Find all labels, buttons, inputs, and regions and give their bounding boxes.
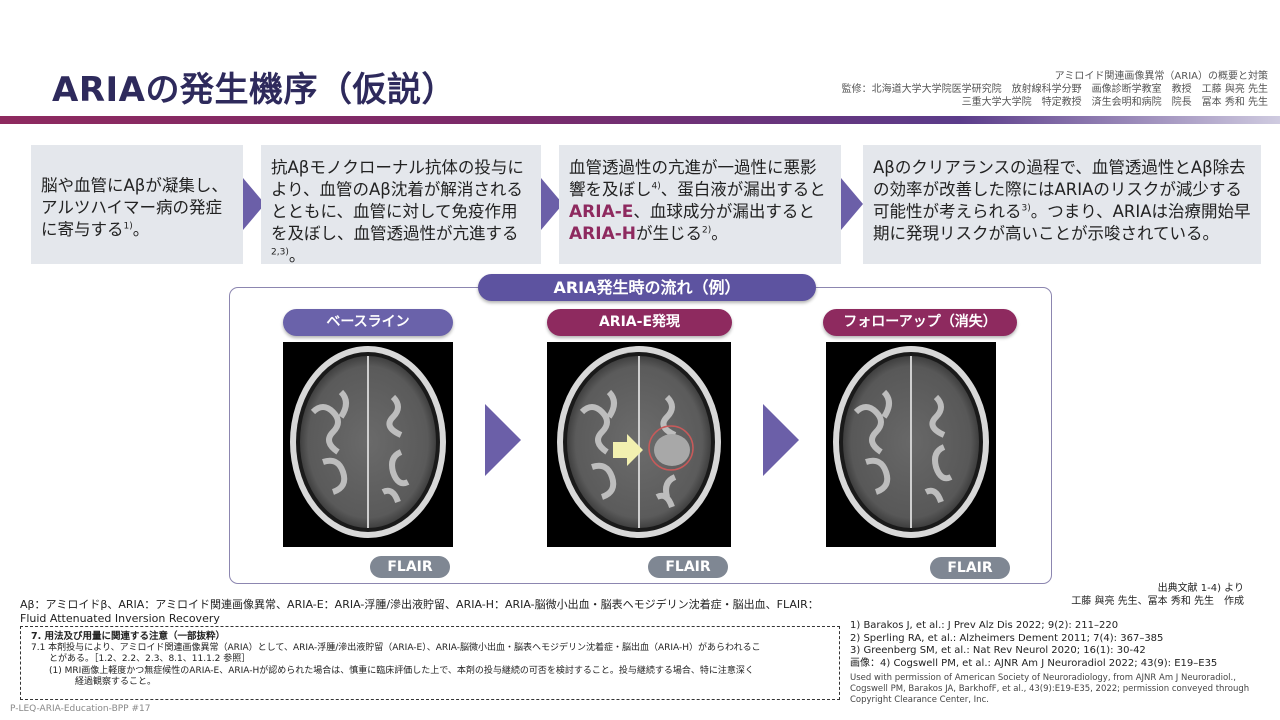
step-3-text-a: 血管透過性の亢進が一過性に悪影響を及ぼし [569,158,817,199]
flow-arrow-2 [763,404,799,476]
step-2-text: 抗Aβモノクローナル抗体の投与により、血管のAβ沈着が解消されるとともに、血管に… [271,158,524,243]
sequence-label-follow-up: FLAIR [930,557,1010,579]
step-arrow-3 [841,178,863,230]
stage-label-aria-e: ARIA-E発現 [547,309,732,336]
supervision-line-3: 三重大学大学院 特定教授 済生会明和病院 院長 冨本 秀和 先生 [961,97,1268,108]
step-3-text-c: 、血球成分が漏出すると [633,202,815,221]
step-2-ref: 2,3) [271,247,289,258]
step-3-end: 。 [711,224,728,243]
header-divider [0,116,1280,124]
source-note: 出典文献 1-4) より 工藤 與亮 先生、冨本 秀和 先生 作成 [1071,582,1244,608]
source-note-line-1: 出典文献 1-4) より [1157,583,1244,594]
sequence-label-baseline: FLAIR [370,556,450,578]
mri-follow-up-image [826,342,996,547]
reference-2: 2) Sperling RA, et al.: Alzheimers Demen… [850,632,1164,644]
source-note-line-2: 工藤 與亮 先生、冨本 秀和 先生 作成 [1071,596,1244,607]
document-id: P-LEQ-ARIA-Education-BPP #17 [10,704,151,714]
caution-heading: 7. 用法及び用量に関連する注意（一部抜粋） [31,631,226,642]
page-title: ARIAの発生機序（仮説） [52,70,456,110]
sequence-label-aria-e: FLAIR [648,556,728,578]
mri-aria-e-image [547,342,731,547]
mechanism-step-3: 血管透過性の亢進が一過性に悪影響を及ぼし4)、蛋白液が漏出すると ARIA-E、血… [559,145,841,264]
step-4-text-a: Aβのクリアランスの過程で、血管透過性とAβ除去の効率が改善した際にはARIAの… [873,158,1246,221]
stage-label-baseline: ベースライン [283,309,453,336]
step-1-ref: 1) [123,221,133,232]
step-3-ref-2: 2) [702,225,712,236]
mechanism-step-1: 脳や血管にAβが凝集し、アルツハイマー病の発症に寄与する1)。 [31,145,243,264]
reference-4: 画像：4) Cogswell PM, et al.: AJNR Am J Neu… [850,657,1218,669]
aria-h-highlight: ARIA-H [569,224,637,244]
step-2-end: 。 [288,246,306,265]
permission-note: Used with permission of American Society… [850,673,1250,705]
caution-line-4: 経過観察すること。 [75,677,157,687]
mechanism-step-2: 抗Aβモノクローナル抗体の投与により、血管のAβ沈着が解消されるとともに、血管に… [261,145,541,265]
flow-arrow-1 [485,404,521,476]
step-3-text-b: 、蛋白液が漏出すると [660,180,826,199]
aria-e-highlight: ARIA-E [569,202,634,222]
step-arrow-2 [541,178,563,230]
usage-caution-box: 7. 用法及び用量に関連する注意（一部抜粋） 7.1 本剤投与により、アミロイド… [20,626,840,700]
abbreviations: Aβ：アミロイドβ、ARIA：アミロイド関連画像異常、ARIA-E：ARIA-浮… [20,598,819,625]
reference-3: 3) Greenberg SM, et al.: Nat Rev Neurol … [850,645,1146,656]
brain-scan-baseline [290,346,446,538]
mri-baseline-image [283,342,453,547]
mechanism-step-4: Aβのクリアランスの過程で、血管透過性とAβ除去の効率が改善した際にはARIAの… [863,145,1261,264]
step-1-text: 脳や血管にAβが凝集し、アルツハイマー病の発症に寄与する [41,176,228,239]
step-arrow-1 [243,178,265,230]
references: 1) Barakos J, et al.: J Prev Alz Dis 202… [850,620,1270,706]
supervision-line-2: 監修：北海道大学大学院医学研究院 放射線科学分野 画像診断学教室 教授 工藤 與… [841,84,1268,95]
flow-title: ARIA発生時の流れ（例） [478,274,816,301]
brain-scan-follow-up [833,346,989,538]
step-3-ref-1: 4) [651,181,661,192]
caution-line-2: とがある。［1.2、2.2、2.3、8.1、11.1.2 参照］ [49,654,251,664]
stage-label-follow-up: フォローアップ（消失） [823,309,1017,336]
step-3-text-d: が生じる [636,224,703,243]
caution-line-3: (1) MRI画像上軽度かつ無症候性のARIA-E、ARIA-Hが認められた場合… [49,665,754,676]
step-4-ref: 3) [1021,203,1031,214]
reference-1: 1) Barakos J, et al.: J Prev Alz Dis 202… [850,620,1119,631]
supervision-line-1: アミロイド関連画像異常（ARIA）の概要と対策 [1054,71,1268,82]
step-1-end: 。 [132,220,150,239]
supervision-credits: アミロイド関連画像異常（ARIA）の概要と対策 監修：北海道大学大学院医学研究院… [842,70,1268,109]
caution-line-1: 7.1 本剤投与により、アミロイド関連画像異常（ARIA）として、ARIA-浮腫… [31,642,761,653]
brain-scan-aria-e [557,346,721,538]
step-4-text-b: 。つまり、ARIAは治療開始早期に発現リスクが高いことが示唆されている。 [873,202,1251,243]
